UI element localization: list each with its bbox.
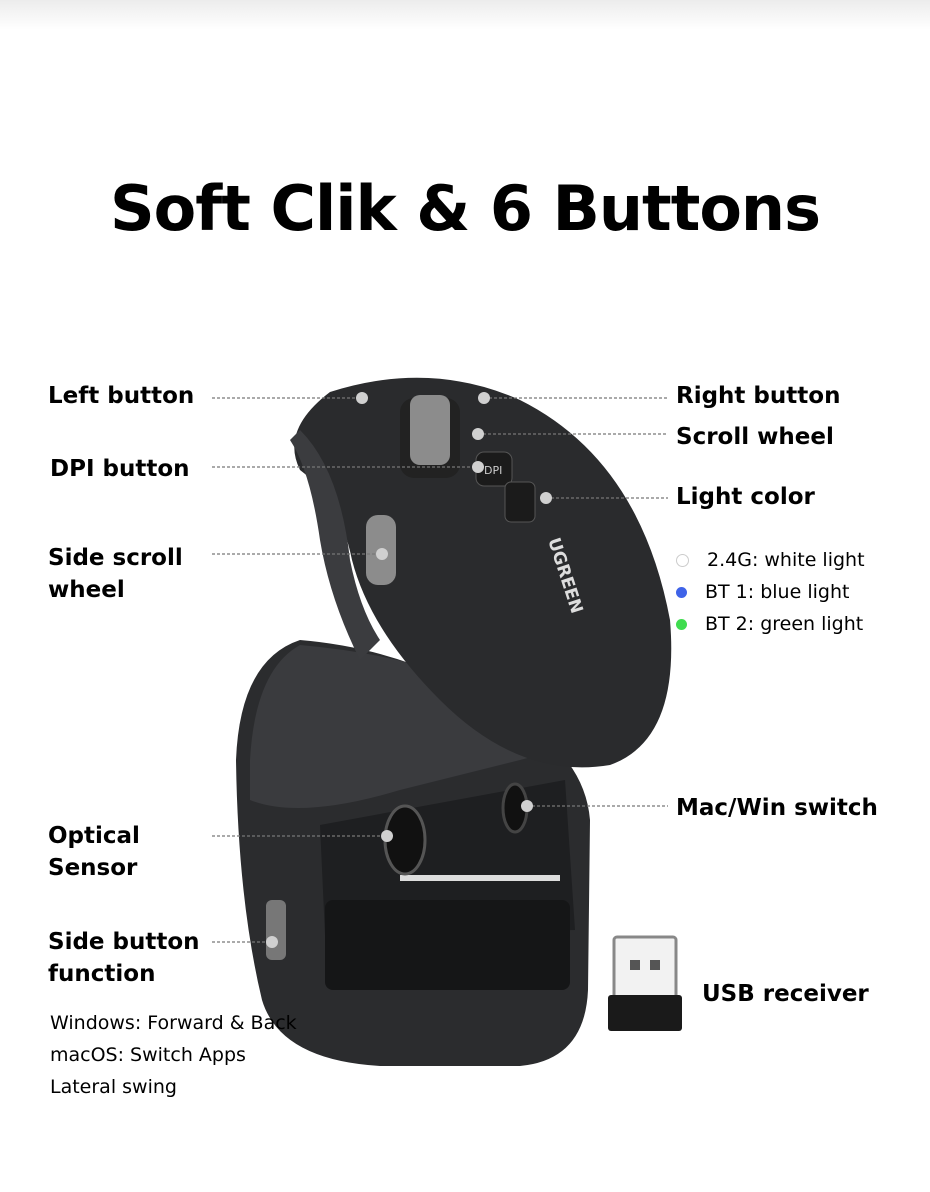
legend-white: 2.4G: white light xyxy=(676,544,865,576)
white-light-dot xyxy=(676,553,689,567)
legend-text: BT 2: green light xyxy=(705,613,864,635)
green-light-dot xyxy=(676,618,687,630)
page-title: Soft Clik & 6 Buttons xyxy=(110,172,821,245)
dpi-key-text: DPI xyxy=(484,464,502,477)
scroll-wheel-image xyxy=(410,395,450,465)
label-side-scroll-wheel: Side scroll wheel xyxy=(48,545,183,603)
callout-dots xyxy=(266,392,552,948)
label-dpi-button: DPI button xyxy=(50,456,190,482)
label-side-button-function: Side button function xyxy=(48,929,200,987)
product-label-sticker xyxy=(400,875,560,881)
legend-green: BT 2: green light xyxy=(676,608,863,640)
label-scroll-wheel: Scroll wheel xyxy=(676,424,834,450)
mouse-top-view: DPI UGREEN xyxy=(290,377,672,768)
legend-text: 2.4G: white light xyxy=(707,549,865,571)
legend-text: BT 1: blue light xyxy=(705,581,850,603)
label-optical-sensor: Optical Sensor xyxy=(48,823,140,881)
label-light-color: Light color xyxy=(676,484,815,510)
side-button-detail-swing: Lateral swing xyxy=(50,1076,177,1098)
side-button-detail-macos: macOS: Switch Apps xyxy=(50,1044,246,1066)
label-usb-receiver: USB receiver xyxy=(702,981,869,1007)
label-mac-win-switch: Mac/Win switch xyxy=(676,795,878,821)
label-left-button: Left button xyxy=(48,383,195,409)
legend-blue: BT 1: blue light xyxy=(676,576,849,608)
blue-light-dot xyxy=(676,586,687,598)
label-right-button: Right button xyxy=(676,383,841,409)
side-button-detail-windows: Windows: Forward & Back xyxy=(50,1012,297,1034)
leader-lines xyxy=(212,397,668,943)
usb-receiver-image xyxy=(608,935,682,1031)
